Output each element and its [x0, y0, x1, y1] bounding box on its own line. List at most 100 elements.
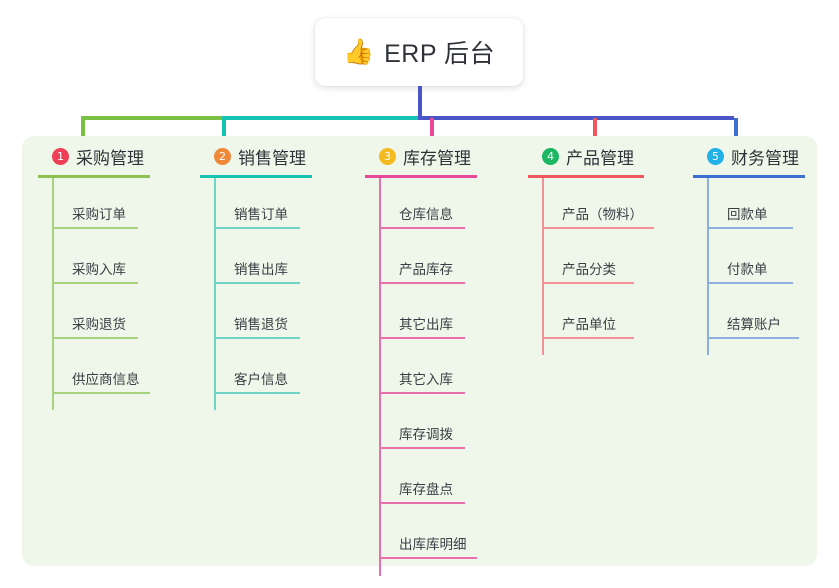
leaf-label: 供应商信息 [72, 372, 140, 387]
branch-badge-sales: 2 [214, 147, 231, 165]
branch-rule-inventory [365, 175, 477, 178]
branch-trunk-inventory [379, 178, 381, 576]
branch-badge-product: 4 [542, 147, 559, 165]
leaf-label: 结算账户 [727, 317, 781, 332]
branch-trunk-finance [707, 178, 709, 355]
leaf-label: 采购退货 [72, 317, 126, 332]
leaf-item[interactable]: 客户信息 [200, 343, 312, 398]
leaf-label: 其它出库 [399, 317, 453, 332]
leaf-rule [542, 282, 634, 284]
leaf-label: 库存调拨 [399, 427, 453, 442]
leaf-item[interactable]: 其它入库 [365, 343, 477, 398]
leaf-rule [542, 337, 634, 339]
leaf-item[interactable]: 销售退货 [200, 288, 312, 343]
leaf-item[interactable]: 产品库存 [365, 233, 477, 288]
leaf-rule [379, 282, 465, 284]
branch-badge-purchase: 1 [52, 147, 69, 165]
leaf-rule [707, 227, 793, 229]
branch-title-sales: 销售管理 [238, 148, 306, 168]
leaf-item[interactable]: 出库库明细 [365, 508, 477, 563]
branch-title-inventory: 库存管理 [403, 148, 471, 168]
leaf-rule [379, 227, 465, 229]
branch-column-sales: 2 销售管理销售订单销售出库销售退货客户信息 [200, 143, 312, 410]
root-node[interactable]: 👍 ERP 后台 [315, 18, 523, 86]
leaf-item[interactable]: 销售订单 [200, 178, 312, 233]
leaf-rule [52, 227, 138, 229]
leaf-label: 销售订单 [234, 207, 288, 222]
leaf-item[interactable]: 采购退货 [38, 288, 150, 343]
leaf-item[interactable]: 回款单 [693, 178, 805, 233]
leaf-item[interactable]: 供应商信息 [38, 343, 150, 398]
leaf-label: 产品单位 [562, 317, 616, 332]
leaf-item[interactable]: 库存调拨 [365, 398, 477, 453]
leaf-item[interactable]: 结算账户 [693, 288, 805, 343]
leaf-label: 销售出库 [234, 262, 288, 277]
bus-segment-teal [222, 116, 418, 120]
branch-rule-finance [693, 175, 805, 178]
branch-badge-inventory: 3 [379, 147, 396, 165]
leaf-list-sales: 销售订单销售出库销售退货客户信息 [200, 178, 312, 410]
drop-finance [734, 118, 738, 146]
drop-product [593, 118, 597, 146]
root-stem-connector [418, 86, 422, 118]
leaf-rule [542, 227, 654, 229]
root-node-title: ERP 后台 [384, 40, 496, 68]
branch-column-purchase: 1 采购管理采购订单采购入库采购退货供应商信息 [38, 143, 150, 410]
branch-header-sales[interactable]: 2 销售管理 [200, 143, 312, 169]
branch-rule-sales [200, 175, 312, 178]
leaf-label: 销售退货 [234, 317, 288, 332]
leaf-label: 回款单 [727, 207, 768, 222]
leaf-label: 出库库明细 [399, 537, 467, 552]
leaf-rule [214, 392, 300, 394]
leaf-label: 仓库信息 [399, 207, 453, 222]
leaf-item[interactable]: 产品单位 [528, 288, 644, 343]
leaf-item[interactable]: 库存盘点 [365, 453, 477, 508]
branch-title-purchase: 采购管理 [76, 148, 144, 168]
branch-rule-product [528, 175, 644, 178]
leaf-list-purchase: 采购订单采购入库采购退货供应商信息 [38, 178, 150, 410]
leaf-label: 库存盘点 [399, 482, 453, 497]
leaf-item[interactable]: 仓库信息 [365, 178, 477, 233]
leaf-label: 客户信息 [234, 372, 288, 387]
leaf-list-finance: 回款单付款单结算账户 [693, 178, 805, 355]
branch-badge-finance: 5 [707, 147, 724, 165]
leaf-rule [379, 557, 477, 559]
leaf-list-product: 产品（物料） 产品分类产品单位 [528, 178, 654, 355]
branches-panel [22, 136, 817, 566]
branch-header-inventory[interactable]: 3 库存管理 [365, 143, 477, 169]
leaf-item[interactable]: 销售出库 [200, 233, 312, 288]
leaf-rule [214, 227, 300, 229]
leaf-item[interactable]: 付款单 [693, 233, 805, 288]
leaf-list-inventory: 仓库信息产品库存其它出库其它入库库存调拨库存盘点出库库明细 [365, 178, 477, 576]
drop-sales [222, 118, 226, 146]
leaf-rule [707, 282, 793, 284]
branch-header-purchase[interactable]: 1 采购管理 [38, 143, 150, 169]
drop-purchase [81, 118, 85, 146]
leaf-rule [707, 337, 799, 339]
leaf-rule [214, 282, 300, 284]
branch-trunk-sales [214, 178, 216, 410]
drop-inventory [430, 118, 434, 146]
leaf-item[interactable]: 其它出库 [365, 288, 477, 343]
branch-trunk-purchase [52, 178, 54, 410]
leaf-item[interactable]: 产品（物料） [528, 178, 654, 233]
leaf-item[interactable]: 产品分类 [528, 233, 644, 288]
leaf-rule [379, 502, 465, 504]
leaf-item[interactable]: 采购订单 [38, 178, 150, 233]
bus-segment-indigo [418, 116, 734, 120]
leaf-rule [379, 392, 465, 394]
leaf-rule [379, 337, 465, 339]
leaf-label: 采购入库 [72, 262, 126, 277]
leaf-label: 产品分类 [562, 262, 616, 277]
leaf-item[interactable]: 采购入库 [38, 233, 150, 288]
leaf-label: 产品（物料） [562, 207, 643, 222]
leaf-label: 产品库存 [399, 262, 453, 277]
thumbs-up-icon: 👍 [342, 37, 375, 66]
branch-column-inventory: 3 库存管理仓库信息产品库存其它出库其它入库库存调拨库存盘点出库库明细 [365, 143, 477, 576]
leaf-label: 付款单 [727, 262, 768, 277]
